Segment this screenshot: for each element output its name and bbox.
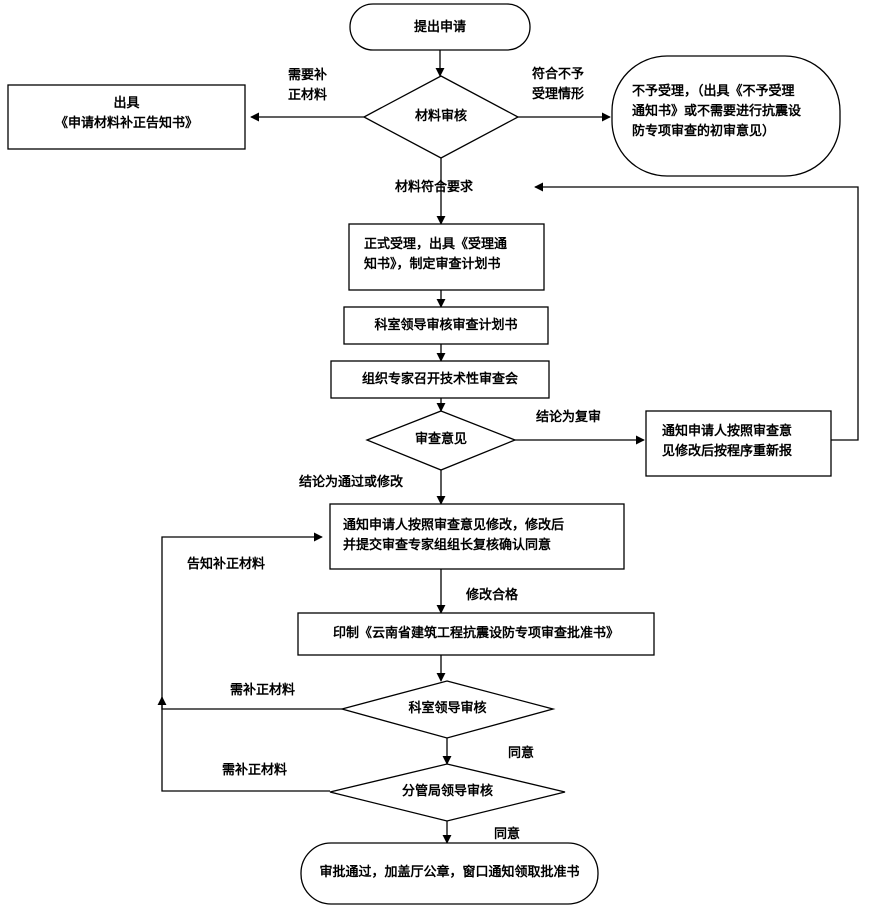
edge-label-need-supplement-line-1: 需要补 <box>288 68 328 83</box>
edge-label-notify-supplement: 告知补正材料 <box>187 557 266 572</box>
edge-label-materials-ok: 材料符合要求 <box>395 180 474 195</box>
expert-meeting-box <box>330 360 550 399</box>
shapes <box>7 3 841 905</box>
start-terminal <box>349 3 531 51</box>
print-certificate-box <box>297 612 655 656</box>
edge-label-need-supplement-bureau: 需补正材料 <box>222 763 288 778</box>
reject-terminal <box>611 55 841 177</box>
review-opinion-diamond <box>365 410 517 471</box>
print-certificate-label: 印制《云南省建筑工程抗震设防专项审查批准书》 <box>332 626 619 641</box>
bureau-leader-diamond <box>329 763 566 822</box>
reject-line-2: 通知书》或不需要进行抗震设 <box>632 104 802 120</box>
notify-resubmit-box <box>645 410 832 477</box>
supplement-notice-line-2: 《申请材料补正告知书》 <box>54 116 198 132</box>
notify-resubmit-line-1: 通知申请人按照审查意 <box>662 424 793 439</box>
section-review-plan-label: 科室领导审核审查计划书 <box>374 318 518 333</box>
reject-line-1: 不予受理，（出具《不予受理 <box>632 84 795 99</box>
notify-resubmit-line-2: 见修改后按程序重新报 <box>662 444 793 460</box>
formal-accept-line-2: 知书》，制定审查计划书 <box>364 257 501 273</box>
edge-label-need-supplement-line-2: 正材料 <box>288 88 328 104</box>
section-leader-diamond <box>339 680 556 739</box>
notify-modify-line-1: 通知申请人按照审查意见修改，修改后 <box>343 518 565 533</box>
notify-resubmit-label: 通知申请人按照审查意 见修改后按程序重新报 <box>662 422 792 462</box>
notify-modify-label: 通知申请人按照审查意见修改，修改后 并提交审查专家组组长复核确认同意 <box>343 516 564 556</box>
formal-accept-line-1: 正式受理，出具《受理通 <box>364 237 508 252</box>
bureau-leader-label: 分管局领导审核 <box>401 784 493 799</box>
supplement-notice-box <box>7 84 246 150</box>
edge-label-meets-reject-line-2: 受理情形 <box>532 87 585 103</box>
edge-label-meets-reject: 符合不予 受理情形 <box>532 65 584 105</box>
edge-bureau-loop <box>157 696 330 792</box>
edge-label-meets-reject-line-1: 符合不予 <box>532 67 585 82</box>
review-materials-diamond <box>362 75 520 159</box>
edge-label-conclusion-pass: 结论为通过或修改 <box>299 475 404 490</box>
reject-label: 不予受理，（出具《不予受理 通知书》或不需要进行抗震设 防专项审查的初审意见） <box>632 82 801 142</box>
expert-meeting-label: 组织专家召开技术性审查会 <box>361 372 518 387</box>
edge-label-need-supplement: 需要补 正材料 <box>288 66 327 106</box>
edge-label-conclusion-recheck: 结论为复审 <box>536 410 602 425</box>
edge-section-loop <box>161 532 342 710</box>
edge-label-need-supplement-section: 需补正材料 <box>230 683 296 698</box>
supplement-notice-label: 出具 《申请材料补正告知书》 <box>8 94 245 134</box>
review-opinion-label: 审查意见 <box>414 432 467 447</box>
notify-modify-box <box>329 503 625 570</box>
section-review-plan-box <box>343 306 549 345</box>
formal-accept-box <box>348 223 545 291</box>
edge-label-agree-bureau: 同意 <box>494 827 521 842</box>
edge-label-agree-section: 同意 <box>508 746 535 761</box>
section-leader-label: 科室领导审核 <box>408 701 487 716</box>
edge-label-modify-ok: 修改合格 <box>466 588 519 603</box>
formal-accept-label: 正式受理，出具《受理通 知书》，制定审查计划书 <box>364 235 507 275</box>
edge-resubmit-loop <box>534 182 859 441</box>
end-terminal <box>300 842 599 905</box>
supplement-notice-line-1: 出具 <box>113 96 140 111</box>
notify-modify-line-2: 并提交审查专家组组长复核确认同意 <box>343 538 552 554</box>
connectors <box>157 50 859 844</box>
review-materials-label: 材料审核 <box>414 109 467 124</box>
start-label: 提出申请 <box>413 20 466 35</box>
reject-line-3: 防专项审查的初审意见） <box>632 124 776 140</box>
end-label: 审批通过，加盖厅公章，窗口通知领取批准书 <box>319 865 580 880</box>
